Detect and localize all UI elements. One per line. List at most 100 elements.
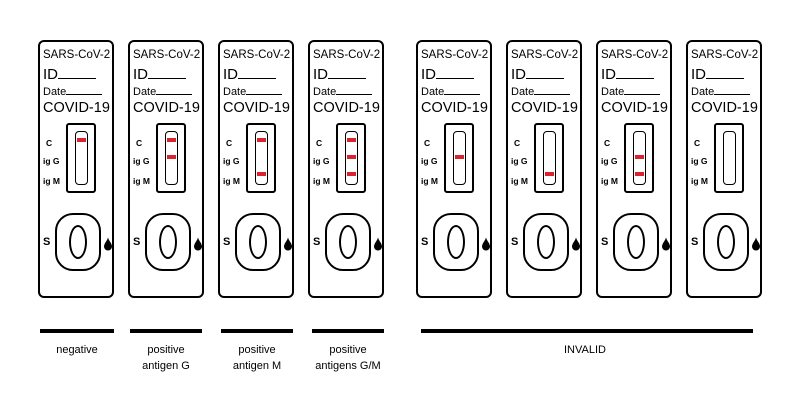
date-underline xyxy=(246,85,283,95)
sample-well-inner xyxy=(447,225,465,259)
sample-well xyxy=(325,213,371,271)
date-field: Date xyxy=(313,85,373,98)
caption-line-2: antigen M xyxy=(232,360,282,372)
id-field: ID xyxy=(691,66,744,83)
band-igm xyxy=(347,172,356,176)
date-underline xyxy=(66,85,103,95)
test-strip xyxy=(723,131,736,185)
date-underline xyxy=(714,85,751,95)
id-field: ID xyxy=(313,66,366,83)
id-underline xyxy=(706,66,744,79)
date-underline xyxy=(336,85,373,95)
test-strip xyxy=(255,131,268,185)
id-underline xyxy=(328,66,366,79)
result-window xyxy=(444,123,474,193)
label-igg: ig G xyxy=(421,156,438,166)
id-field: ID xyxy=(223,66,276,83)
id-label: ID xyxy=(601,66,616,83)
label-igg: ig G xyxy=(511,156,528,166)
label-c: C xyxy=(316,138,323,148)
result-window xyxy=(246,123,276,193)
sample-well xyxy=(55,213,101,271)
date-label: Date xyxy=(313,86,337,98)
id-field: ID xyxy=(133,66,186,83)
label-igm: ig M xyxy=(223,176,240,186)
result-window xyxy=(336,123,366,193)
droplet-icon xyxy=(104,237,112,251)
sample-well xyxy=(613,213,659,271)
date-label: Date xyxy=(133,86,157,98)
sample-well xyxy=(145,213,191,271)
test-strip xyxy=(453,131,466,185)
sample-well-inner xyxy=(339,225,357,259)
sample-well-inner xyxy=(249,225,267,259)
band-c xyxy=(257,138,266,142)
id-field: ID xyxy=(511,66,564,83)
band-igm xyxy=(545,172,554,176)
droplet-icon xyxy=(572,237,580,251)
sample-well-inner xyxy=(159,225,177,259)
caption-positive-m: positive antigen M xyxy=(217,342,297,374)
sample-well-inner xyxy=(717,225,735,259)
test-name: COVID-19 xyxy=(601,100,668,116)
label-c: C xyxy=(46,138,53,148)
test-strip xyxy=(75,131,88,185)
label-s: S xyxy=(421,236,429,248)
caption-line-2: antigens G/M xyxy=(315,360,381,372)
band-igg xyxy=(455,155,464,159)
result-window xyxy=(714,123,744,193)
sample-well xyxy=(433,213,479,271)
caption-line-1: positive xyxy=(147,344,185,356)
cassette-title: SARS-CoV-2 xyxy=(601,49,669,61)
label-igm: ig M xyxy=(133,176,150,186)
test-name: COVID-19 xyxy=(223,100,290,116)
id-label: ID xyxy=(691,66,706,83)
test-name: COVID-19 xyxy=(43,100,110,116)
date-label: Date xyxy=(691,86,715,98)
date-underline xyxy=(534,85,571,95)
band-c xyxy=(347,138,356,142)
label-s: S xyxy=(691,236,699,248)
droplet-icon xyxy=(662,237,670,251)
test-strip xyxy=(633,131,646,185)
group-bar-positive-m xyxy=(221,329,293,333)
sample-well-inner xyxy=(627,225,645,259)
label-igm: ig M xyxy=(511,176,528,186)
cassette-title: SARS-CoV-2 xyxy=(43,49,111,61)
label-igg: ig G xyxy=(601,156,618,166)
label-igm: ig M xyxy=(421,176,438,186)
id-field: ID xyxy=(43,66,96,83)
group-bar-invalid xyxy=(421,329,753,333)
label-s: S xyxy=(601,236,609,248)
test-name: COVID-19 xyxy=(691,100,758,116)
caption-line-2: antigen G xyxy=(142,360,190,372)
id-label: ID xyxy=(43,66,58,83)
test-name: COVID-19 xyxy=(421,100,488,116)
test-name: COVID-19 xyxy=(313,100,380,116)
test-strip xyxy=(165,131,178,185)
date-label: Date xyxy=(511,86,535,98)
date-field: Date xyxy=(421,85,481,98)
test-strip xyxy=(543,131,556,185)
date-underline xyxy=(156,85,193,95)
caption-invalid-text: INVALID xyxy=(564,344,606,356)
id-label: ID xyxy=(421,66,436,83)
band-igg xyxy=(167,155,176,159)
date-field: Date xyxy=(43,85,103,98)
test-name: COVID-19 xyxy=(133,100,200,116)
label-c: C xyxy=(514,138,521,148)
droplet-icon xyxy=(482,237,490,251)
sample-well-inner xyxy=(537,225,555,259)
caption-negative: negative xyxy=(40,342,114,358)
cassette-title: SARS-CoV-2 xyxy=(421,49,489,61)
test-name: COVID-19 xyxy=(511,100,578,116)
date-label: Date xyxy=(43,86,67,98)
id-label: ID xyxy=(313,66,328,83)
droplet-icon xyxy=(752,237,760,251)
date-field: Date xyxy=(601,85,661,98)
result-window xyxy=(624,123,654,193)
group-bar-positive-gm xyxy=(312,329,384,333)
